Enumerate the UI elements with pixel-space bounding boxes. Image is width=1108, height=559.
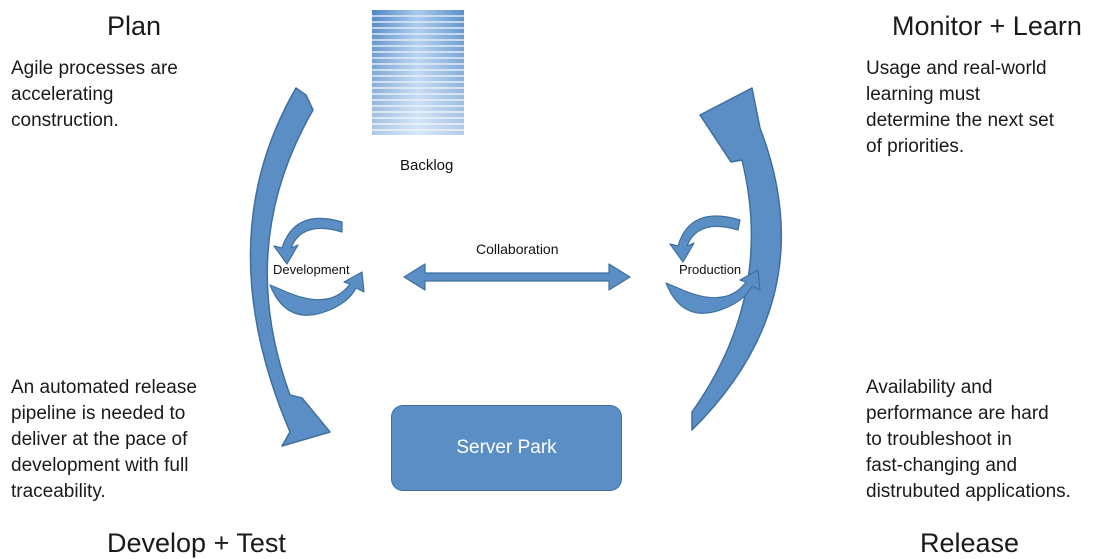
monitor-learn-description: Usage and real-world learning must deter… <box>866 58 1054 157</box>
backlog-stack-icon <box>372 10 464 135</box>
plan-heading: Plan <box>107 11 162 41</box>
release-description: Availability and performance are hard to… <box>866 377 1071 502</box>
release-heading: Release <box>920 528 1020 558</box>
server-park-box: Server Park <box>391 405 622 491</box>
right-cycle-arrow <box>691 87 783 431</box>
development-label: Development <box>273 262 350 277</box>
development-cycle-icon <box>269 217 365 316</box>
collaboration-arrow-icon <box>403 263 631 291</box>
server-park-label: Server Park <box>456 437 557 458</box>
left-cycle-arrow <box>249 87 331 447</box>
develop-test-heading: Develop + Test <box>107 528 286 558</box>
develop-test-description: An automated release pipeline is needed … <box>11 377 197 502</box>
production-cycle-icon <box>665 215 761 314</box>
production-label: Production <box>679 262 742 277</box>
backlog-label: Backlog <box>400 157 454 174</box>
plan-description: Agile processes are accelerating constru… <box>11 58 178 131</box>
monitor-learn-heading: Monitor + Learn <box>892 11 1082 41</box>
collaboration-label: Collaboration <box>476 241 559 257</box>
